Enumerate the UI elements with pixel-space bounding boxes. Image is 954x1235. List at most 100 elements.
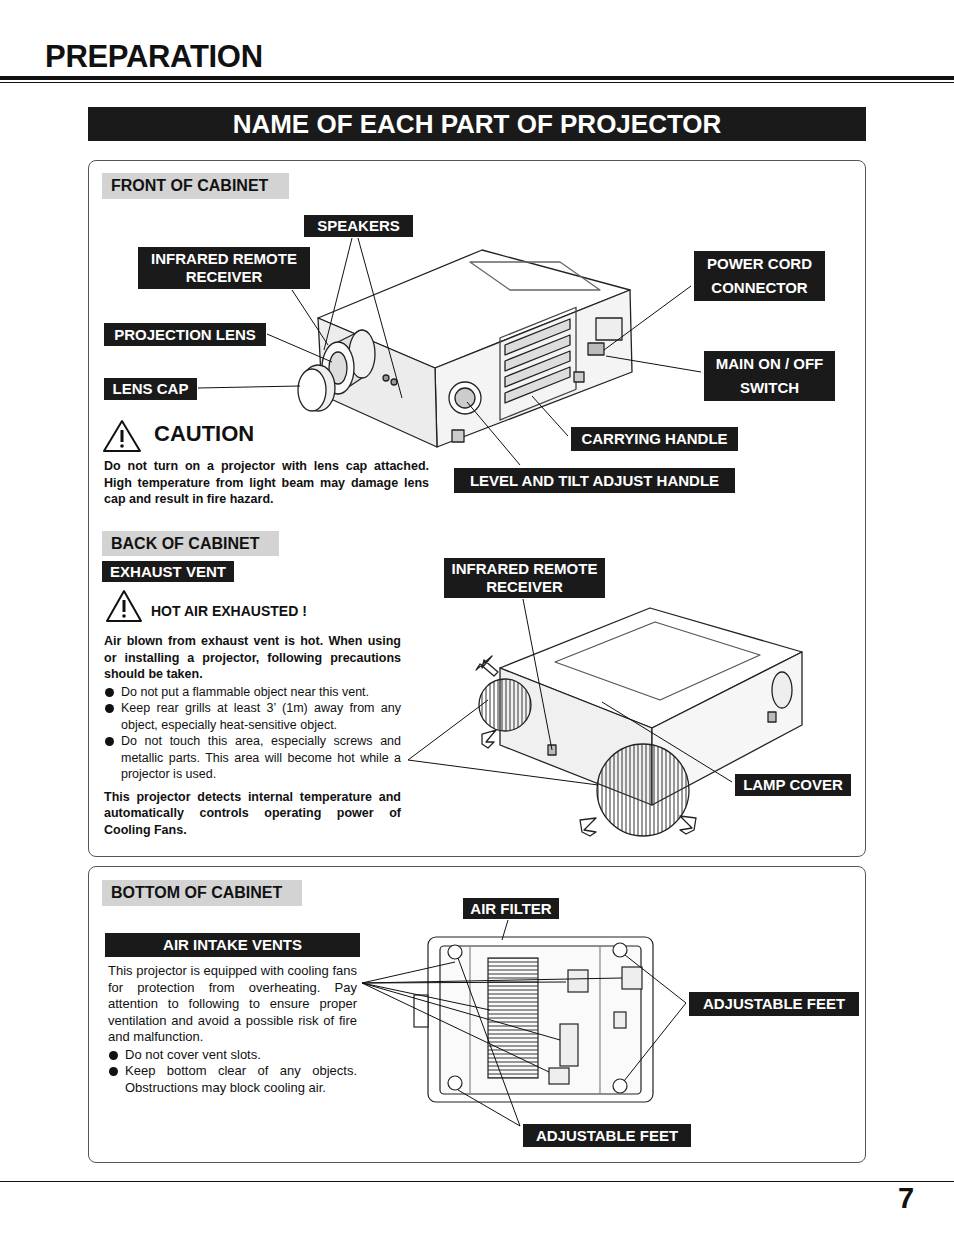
text: POWER CORD CONNECTOR (700, 252, 819, 300)
leader-lines-shape (467, 402, 520, 465)
bottom-view-shape (448, 1076, 462, 1090)
leader-lines-shape (532, 396, 568, 436)
leader-lines-shape (458, 1090, 520, 1126)
bottom-view-shape (560, 1024, 578, 1066)
caution-heading: CAUTION (154, 421, 254, 447)
part-label: PROJECTION LENS (104, 323, 266, 346)
part-label: SPEAKERS (304, 215, 413, 237)
leader-lines-shape (606, 356, 701, 372)
part-label: CARRYING HANDLE (571, 427, 738, 451)
text: SPEAKERS (317, 217, 400, 235)
section-heading: BOTTOM OF CABINET (102, 880, 302, 906)
leader-lines-shape (362, 978, 622, 983)
back-projector-shape (597, 744, 689, 836)
back-projector-shape (580, 818, 596, 836)
caution-icons-shape (123, 600, 126, 612)
part-label: LAMP COVER (735, 774, 851, 796)
warning-note: Air blown from exhaust vent is hot. When… (104, 633, 401, 683)
text: CARRYING HANDLE (581, 430, 727, 448)
text: MAIN ON / OFF SWITCH (710, 352, 829, 400)
bottom-view-shape (440, 946, 641, 1094)
bottom-view-shape (599, 946, 600, 1094)
back-projector-shape (772, 672, 792, 708)
part-label: LEVEL AND TILT ADJUST HANDLE (454, 468, 735, 493)
front-projector-shape (455, 388, 475, 408)
text: This projector is equipped with cooling … (108, 963, 357, 1044)
text: This projector detects internal temperat… (104, 790, 401, 837)
part-label: INFRARED REMOTE RECEIVER (138, 247, 310, 289)
text: PROJECTION LENS (114, 326, 256, 344)
rule-lines-shape (0, 82, 954, 83)
leader-lines-shape (362, 983, 560, 1040)
bullet-item: Do not cover vent slots. (108, 1047, 357, 1064)
text: ADJUSTABLE FEET (536, 1127, 678, 1145)
caution-note: Do not turn on a projector with lens cap… (104, 458, 429, 508)
front-projector-shape (505, 367, 570, 403)
part-label: AIR FILTER (463, 898, 559, 919)
part-label: ADJUSTABLE FEET (689, 992, 859, 1016)
leader-lines-shape (408, 760, 598, 785)
text: INFRARED REMOTE RECEIVER (450, 560, 599, 596)
leader-lines-shape (362, 983, 549, 1072)
text: LAMP COVER (743, 776, 843, 794)
part-label: POWER CORD CONNECTOR (694, 251, 825, 301)
leader-lines-shape (502, 920, 508, 940)
bottom-view-shape (469, 946, 470, 1094)
part-label: LENS CAP (104, 378, 197, 400)
part-label: EXHAUST VENT (102, 561, 234, 582)
bullet-item: Do not put a flammable object near this … (104, 684, 401, 701)
back-projector-shape (476, 656, 498, 676)
rule-lines-shape (0, 76, 954, 80)
bottom-view-shape (428, 937, 653, 1102)
front-projector (298, 250, 632, 447)
bottom-view-shape (622, 967, 642, 989)
leader-lines-shape (292, 290, 328, 345)
leader-lines-shape (198, 386, 300, 388)
bullet-dot (105, 688, 114, 697)
leader-lines-shape (624, 1003, 686, 1081)
front-projector-shape (596, 318, 622, 340)
text: HOT AIR EXHAUSTED ! (151, 603, 307, 619)
back-projector-shape (479, 679, 531, 731)
section-heading: FRONT OF CABINET (102, 173, 289, 199)
front-projector-shape (391, 379, 397, 385)
bullet-dot (109, 1067, 118, 1076)
front-projector-shape (449, 382, 481, 414)
bottom-view-shape (448, 945, 462, 959)
front-projector-shape (435, 290, 632, 447)
info-note: This projector detects internal temperat… (104, 789, 401, 839)
front-projector-shape (383, 375, 389, 381)
caution-icons-shape (120, 444, 124, 448)
part-label: AIR INTAKE VENTS (105, 933, 360, 957)
text: Do not put a flammable object near this … (121, 685, 369, 699)
front-projector-shape (452, 430, 464, 442)
text: Keep bottom clear of any objects. Obstru… (125, 1063, 357, 1095)
text: AIR INTAKE VENTS (163, 936, 302, 954)
bullet-item: Keep bottom clear of any objects. Obstru… (108, 1063, 357, 1096)
back-projector (476, 608, 802, 836)
vent-note: This projector is equipped with cooling … (108, 963, 357, 1046)
part-label: MAIN ON / OFF SWITCH (704, 351, 835, 401)
leader-lines-shape (362, 983, 490, 1010)
warning-heading: HOT AIR EXHAUSTED ! (151, 602, 307, 620)
cabinet-panel: CAUTION Do not turn on a projector with l… (88, 160, 866, 857)
front-projector-shape (588, 343, 604, 355)
leader-lines-shape (523, 599, 552, 750)
bullet-item: Do not touch this area, especially screw… (104, 733, 401, 783)
part-label: ADJUSTABLE FEET (523, 1124, 691, 1147)
page-title: PREPARATION (45, 39, 263, 75)
text: NAME OF EACH PART OF PROJECTOR (233, 109, 722, 140)
text: BACK OF CABINET (111, 535, 259, 553)
text: ADJUSTABLE FEET (703, 995, 845, 1013)
leader-lines-shape (358, 238, 402, 398)
bullet-dot (105, 737, 114, 746)
text: Keep rear grills at least 3’ (1m) away f… (121, 701, 401, 732)
leader-lines-shape (362, 962, 455, 983)
bottom-view (414, 937, 653, 1102)
back-projector-shape (768, 712, 776, 722)
bottom-view-shape (613, 1079, 627, 1093)
leader-lines-shape (602, 702, 732, 782)
section-heading: BACK OF CABINET (102, 531, 279, 556)
part-label: INFRARED REMOTE RECEIVER (444, 558, 605, 598)
